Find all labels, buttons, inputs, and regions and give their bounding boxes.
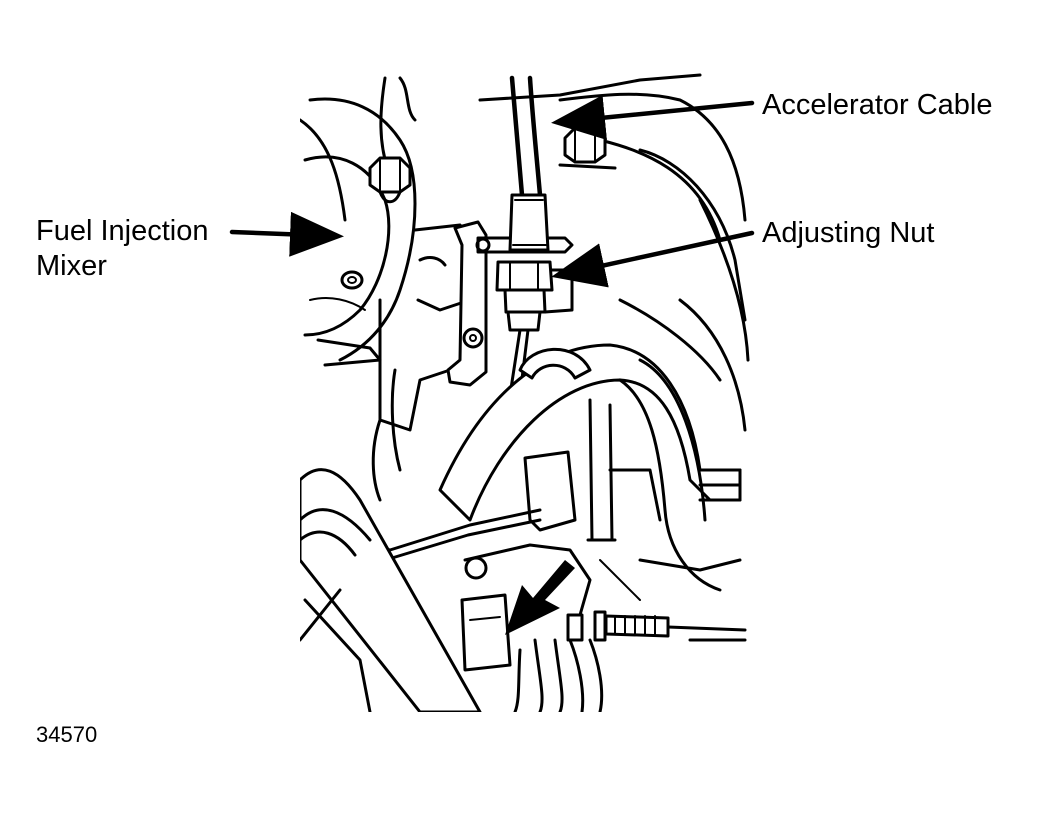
label-fuel-injection-mixer-line2: Mixer <box>36 250 107 282</box>
label-adjusting-nut: Adjusting Nut <box>762 217 935 249</box>
leader-adjusting-nut <box>551 230 755 288</box>
label-fuel-injection-mixer-line1: Fuel Injection <box>36 215 209 247</box>
leader-accelerator-cable <box>551 95 755 140</box>
leader-fuel-injection-mixer <box>229 211 344 257</box>
figure-number: 34570 <box>36 722 98 747</box>
label-accelerator-cable: Accelerator Cable <box>762 89 993 121</box>
